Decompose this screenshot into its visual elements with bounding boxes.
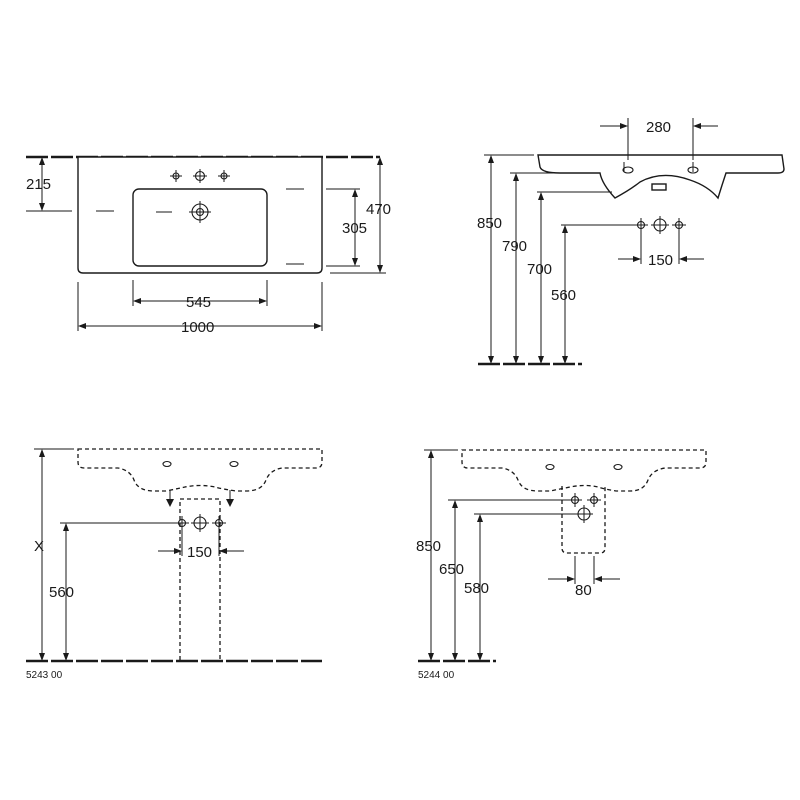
dim-850-label: 850: [416, 538, 441, 555]
dim-150-label: 150: [648, 252, 673, 269]
top-view: 215 470 305 545 1000: [26, 157, 391, 336]
dim-1000-label: 1000: [181, 319, 214, 336]
wall-holes: [634, 216, 686, 234]
dim-150-label: 150: [187, 544, 212, 561]
side-view: 280 850 790 700 560: [477, 118, 784, 364]
bowl-outline: [133, 189, 267, 266]
dim-700-label: 700: [527, 261, 552, 278]
dim-470-label: 470: [366, 201, 391, 218]
wall-holes: [175, 514, 226, 532]
dim-580-label: 580: [464, 580, 489, 597]
article-code-5243: 5243 00: [26, 670, 63, 681]
dim-560-label: 560: [551, 287, 576, 304]
dim-790-label: 790: [502, 238, 527, 255]
dim-650-label: 650: [439, 561, 464, 578]
front-view-5243: X 560 150 5243 00: [26, 449, 322, 681]
dim-560-label: 560: [49, 584, 74, 601]
basin-dashed-outline: [78, 449, 322, 491]
dim-280-label: 280: [646, 119, 671, 136]
article-code-5244: 5244 00: [418, 670, 455, 681]
siphon-holes: [568, 493, 601, 523]
dim-x-label: X: [34, 538, 44, 555]
dim-850-label: 850: [477, 215, 502, 232]
front-view-5244: 850 650 580 80 5244 00: [416, 450, 706, 681]
dim-305-label: 305: [342, 220, 367, 237]
dim-80-label: 80: [575, 582, 592, 599]
dim-545-label: 545: [186, 294, 211, 311]
dim-215-label: 215: [26, 176, 51, 193]
basin-dashed-outline: [462, 450, 706, 491]
